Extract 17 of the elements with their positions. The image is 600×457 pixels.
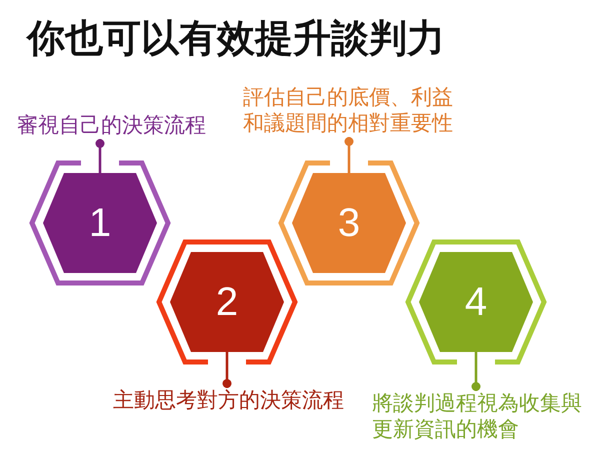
step-number: 2 bbox=[216, 282, 238, 322]
step-number: 4 bbox=[464, 282, 488, 322]
leader-line bbox=[222, 352, 232, 388]
leader-line bbox=[344, 137, 354, 173]
hexagon bbox=[419, 252, 533, 352]
step-label: 主動思考對方的決策流程 bbox=[113, 388, 344, 414]
step-number: 1 bbox=[88, 203, 112, 243]
hexagon bbox=[43, 173, 157, 273]
step-label: 審視自己的決策流程 bbox=[17, 113, 206, 139]
step-label: 將談判過程視為收集與更新資訊的機會 bbox=[372, 391, 586, 443]
hexagon bbox=[292, 173, 406, 273]
step-label: 評估自己的底價、利益和議題間的相對重要性 bbox=[243, 85, 457, 137]
leader-line bbox=[96, 139, 104, 173]
title: 你也可以有效提升談判力 bbox=[27, 20, 445, 58]
leader-line bbox=[472, 352, 480, 391]
step-number: 3 bbox=[338, 203, 360, 243]
hexagon bbox=[170, 252, 284, 352]
